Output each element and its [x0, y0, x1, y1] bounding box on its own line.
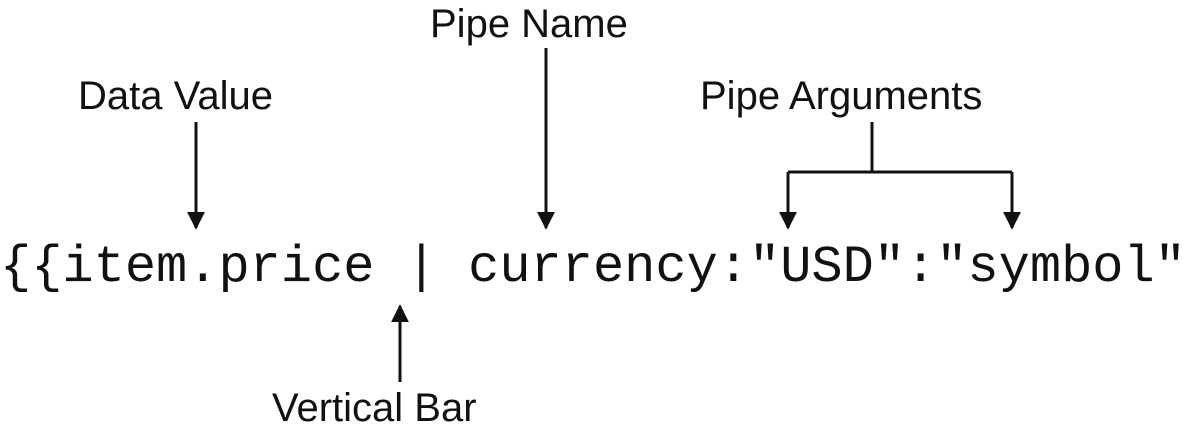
- pipe-argument-1: "USD": [749, 238, 906, 297]
- pipe-argument-2: "symbol": [936, 238, 1183, 297]
- pipe-arguments-label: Pipe Arguments: [700, 74, 983, 118]
- data-value-label: Data Value: [78, 74, 273, 118]
- open-braces: {{: [0, 238, 63, 297]
- pipe-name-label: Pipe Name: [430, 2, 628, 46]
- vertical-bar-code: |: [405, 238, 437, 297]
- pipe-expression: {{item.price | currency:"USD":"symbol"}}: [0, 242, 1183, 294]
- separator: :: [905, 238, 937, 297]
- pipe-name-code: currency: [468, 238, 718, 297]
- vertical-bar-label: Vertical Bar: [272, 386, 477, 429]
- separator: :: [717, 238, 749, 297]
- data-value-code: item.price: [62, 238, 375, 297]
